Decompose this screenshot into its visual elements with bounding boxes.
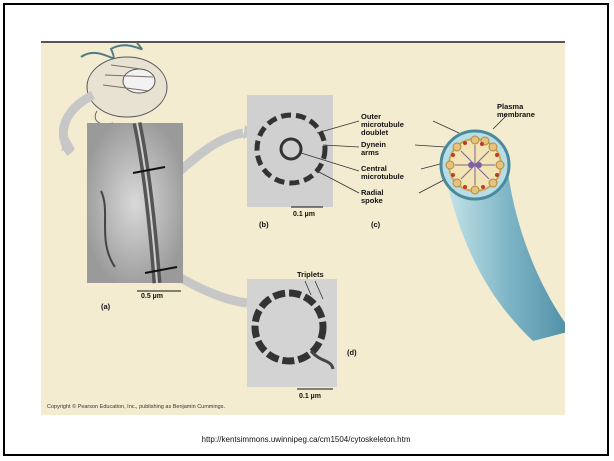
callout-plasma-membrane: Plasma membrane [497,103,535,119]
callout-plasma-line2: membrane [497,111,535,119]
scale-bar-d-label: 0.1 µm [299,393,321,401]
slide: (a) 0.5 µm (b) 0.1 µm (c) (d) 0.1 µm Out… [3,3,609,456]
callout-central-line2: microtubule [361,173,404,181]
panel-label-d: (d) [347,349,357,357]
callout-central-microtubule: Central microtubule [361,165,404,181]
scale-bar-a-label: 0.5 µm [141,293,163,301]
cilium-structure-figure: (a) 0.5 µm (b) 0.1 µm (c) (d) 0.1 µm Out… [41,41,565,415]
callout-dynein: Dynein arms [361,141,386,157]
cell-drawing [81,43,167,124]
source-url: http://kentsimmons.uwinnipeg.ca/cm1504/c… [5,435,607,444]
scale-bar-b-label: 0.1 µm [293,211,315,219]
panel-label-a: (a) [101,303,110,311]
callout-radial-line2: spoke [361,197,384,205]
micrograph-b [247,95,333,207]
callout-outer-doublet-line3: doublet [361,129,404,137]
callout-dynein-line2: arms [361,149,386,157]
callout-radial-spoke: Radial spoke [361,189,384,205]
panel-label-c: (c) [371,221,380,229]
cilium-diagram [441,131,565,341]
copyright-line: Copyright © Pearson Education, Inc., pub… [47,404,225,410]
callout-triplets: Triplets [297,271,324,279]
callout-outer-doublet: Outer microtubule doublet [361,113,404,137]
panel-label-b: (b) [259,221,269,229]
figure-illustration [41,41,565,415]
micrograph-a [87,123,183,283]
